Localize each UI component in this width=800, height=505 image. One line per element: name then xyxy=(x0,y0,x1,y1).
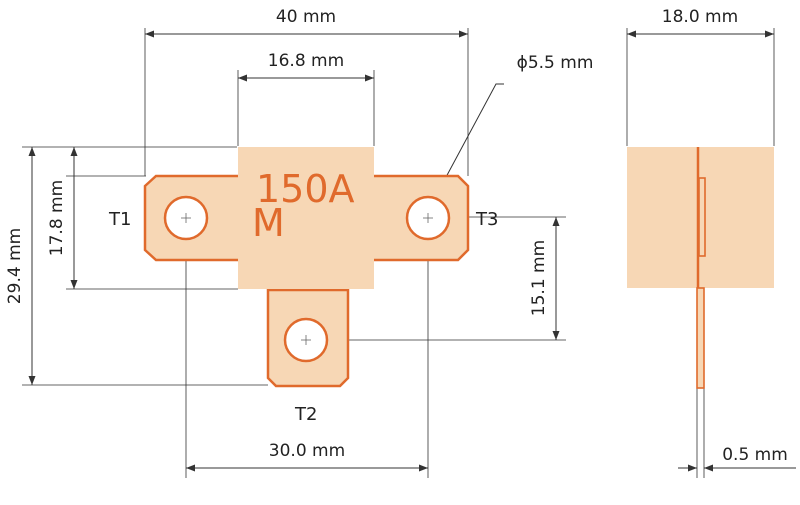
labels: 40 mm 16.8 mm ϕ5.5 mm 29.4 mm 17.8 mm 15… xyxy=(5,7,788,465)
marking-code: M xyxy=(252,201,285,245)
side-terminal-lead xyxy=(696,287,705,389)
label-body-width: 16.8 mm xyxy=(268,51,344,71)
dimension-lines xyxy=(28,30,796,472)
label-t2: T2 xyxy=(294,404,317,425)
label-hole-diameter: ϕ5.5 mm xyxy=(517,53,594,73)
label-t3-to-t2: 15.1 mm xyxy=(529,240,549,316)
side-body xyxy=(627,147,774,288)
label-t3: T3 xyxy=(475,209,498,230)
label-overall-width: 40 mm xyxy=(276,7,336,27)
label-side-width: 18.0 mm xyxy=(662,7,738,27)
side-terminal-strip xyxy=(698,177,706,257)
side-view xyxy=(627,147,774,389)
marking-rating: 150A xyxy=(256,167,355,211)
label-hole-pitch: 30.0 mm xyxy=(269,441,345,461)
resistor-body xyxy=(238,147,374,289)
front-view: 150A M xyxy=(143,147,470,388)
label-thickness: 0.5 mm xyxy=(722,445,788,465)
extension-lines xyxy=(22,28,775,478)
hole-leader xyxy=(437,83,504,193)
label-overall-height: 29.4 mm xyxy=(5,228,25,304)
label-t1: T1 xyxy=(108,209,131,230)
label-tab-height: 17.8 mm xyxy=(47,180,67,256)
